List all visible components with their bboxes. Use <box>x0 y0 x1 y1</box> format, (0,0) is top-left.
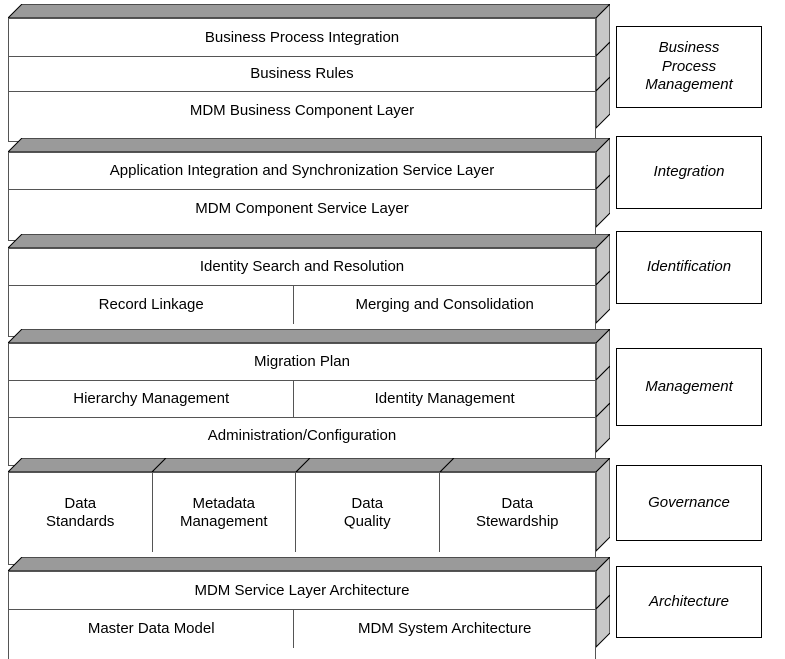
block-side-face <box>595 234 610 287</box>
layer-cell[interactable]: Identity Search and Resolution <box>9 249 595 285</box>
block-side-face <box>595 41 610 93</box>
block-top-face <box>8 458 167 473</box>
block-side-face <box>595 174 610 229</box>
layer-cell[interactable]: Hierarchy Management <box>9 381 295 417</box>
label-architecture[interactable]: Architecture <box>616 566 762 638</box>
block-side-face <box>595 270 610 325</box>
block-side-face <box>595 329 610 382</box>
layer-cell[interactable]: Data Standards <box>9 473 153 552</box>
layer-cell[interactable]: MDM Component Service Layer <box>9 190 595 228</box>
layer-cell[interactable]: Application Integration and Synchronizat… <box>9 153 595 189</box>
block-top-face <box>8 557 610 572</box>
layer-cell[interactable]: Master Data Model <box>9 610 295 648</box>
label-management[interactable]: Management <box>616 348 762 426</box>
block-side-face <box>595 557 610 611</box>
block-top-face <box>8 234 610 249</box>
block-row: MDM Business Component Layer <box>9 92 595 129</box>
layer-cell[interactable]: MDM Service Layer Architecture <box>9 572 595 609</box>
layer-cell[interactable]: Record Linkage <box>9 286 295 324</box>
layer-cell[interactable]: Merging and Consolidation <box>294 286 595 324</box>
block-side-face <box>595 76 610 130</box>
block-top-face <box>150 458 311 473</box>
block-row: Business Rules <box>9 57 595 92</box>
block-top-face <box>8 138 610 153</box>
block-side-face <box>595 138 610 191</box>
block-row: Migration Plan <box>9 344 595 381</box>
layer-cell[interactable]: Data Stewardship <box>439 473 595 552</box>
block-side-face <box>595 365 610 419</box>
layer-cell[interactable]: Migration Plan <box>9 344 595 380</box>
block-top-face <box>438 458 610 473</box>
block-row: MDM Service Layer Architecture <box>9 572 595 610</box>
block-row: Business Process Integration <box>9 19 595 57</box>
layer-cell[interactable]: Metadata Management <box>152 473 296 552</box>
label-identification[interactable]: Identification <box>616 231 762 304</box>
layer-cell[interactable]: Business Process Integration <box>9 19 595 56</box>
label-business-process-management[interactable]: Business Process Management <box>616 26 762 108</box>
layer-cell[interactable]: MDM System Architecture <box>294 610 595 648</box>
block-row: Application Integration and Synchronizat… <box>9 153 595 190</box>
block-side-face <box>595 594 610 649</box>
label-integration[interactable]: Integration <box>616 136 762 209</box>
block-row: Administration/Configuration <box>9 418 595 453</box>
layer-cell[interactable]: Identity Management <box>294 381 595 417</box>
block-row: Identity Search and Resolution <box>9 249 595 286</box>
block-row: MDM Component Service Layer <box>9 190 595 228</box>
block-top-face <box>8 329 610 344</box>
block-top-face <box>294 458 455 473</box>
block-top-face <box>8 4 610 19</box>
block-side-face <box>595 4 610 58</box>
layer-cell[interactable]: MDM Business Component Layer <box>9 92 595 129</box>
layer-cell[interactable]: Administration/Configuration <box>9 418 595 453</box>
block-side-face <box>595 458 610 553</box>
label-governance[interactable]: Governance <box>616 465 762 541</box>
layer-cell[interactable]: Data Quality <box>296 473 440 552</box>
layer-cell[interactable]: Business Rules <box>9 57 595 91</box>
block-side-face <box>595 402 610 454</box>
layer-block-integration: Application Integration and Synchronizat… <box>8 138 610 241</box>
block-front-face-integration: Application Integration and Synchronizat… <box>8 152 596 241</box>
